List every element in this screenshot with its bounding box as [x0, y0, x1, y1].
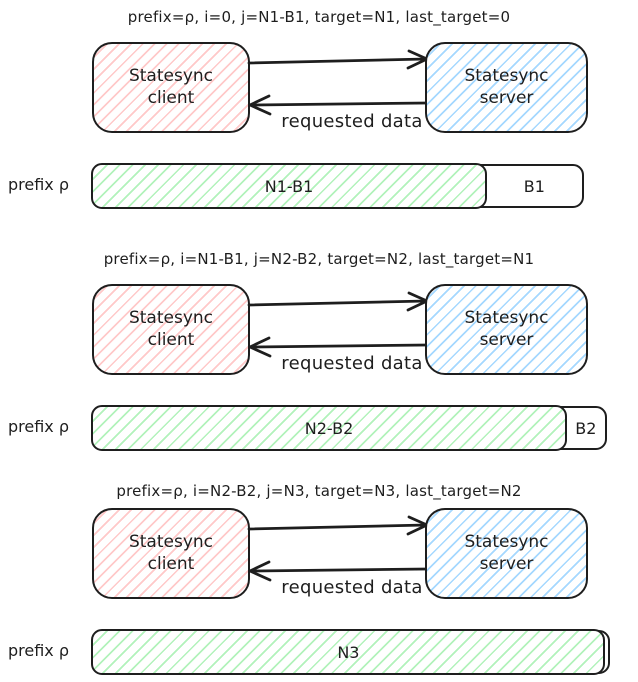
response-arrow-line	[249, 343, 429, 349]
response-arrowhead-icon	[248, 94, 272, 116]
request-response-arrows	[247, 515, 429, 582]
statesync-server-box: Statesync server	[425, 42, 588, 133]
statesync-client-label: Statesync client	[128, 532, 214, 574]
statesync-client-box: Statesync client	[92, 284, 250, 375]
state-bar-row: prefix ρ N2-B2 B2	[0, 405, 638, 451]
response-arrow-line	[249, 101, 429, 107]
statesync-client-label: Statesync client	[128, 308, 214, 350]
synced-range-segment: N1-B1	[91, 163, 487, 209]
response-arrowhead-icon	[248, 560, 272, 582]
requested-data-label: requested data	[281, 353, 423, 374]
prefix-rho-label: prefix ρ	[8, 417, 70, 436]
request-arrow-line	[247, 57, 428, 65]
sync-round-3-panel: prefix=ρ, i=N2-B2, j=N3, target=N3, last…	[0, 466, 638, 682]
remaining-range-segment: B1	[487, 166, 582, 206]
statesync-client-box: Statesync client	[92, 508, 250, 599]
request-arrow-line	[247, 523, 428, 531]
response-arrowhead-icon	[248, 336, 272, 358]
remaining-range-label: B1	[523, 176, 545, 196]
requested-data-label: requested data	[281, 577, 423, 598]
round-3-params-header: prefix=ρ, i=N2-B2, j=N3, target=N3, last…	[116, 482, 522, 500]
statesync-server-label: Statesync server	[464, 532, 549, 574]
synced-range-segment: N3	[91, 629, 606, 675]
state-progress-bar: N1-B1 B1	[91, 163, 584, 209]
requested-data-label: requested data	[281, 111, 423, 132]
statesync-server-box: Statesync server	[425, 508, 588, 599]
state-bar-row: prefix ρ N3	[0, 629, 638, 675]
remaining-range-segment: B2	[567, 408, 605, 448]
remaining-range-label: B2	[575, 418, 597, 438]
synced-range-segment: N2-B2	[91, 405, 567, 451]
round-2-params-header: prefix=ρ, i=N1-B1, j=N2-B2, target=N2, l…	[103, 250, 535, 268]
prefix-rho-label: prefix ρ	[8, 175, 70, 194]
statesync-client-label: Statesync client	[128, 66, 214, 108]
state-progress-bar: N3	[91, 629, 610, 675]
request-arrow-line	[247, 299, 428, 307]
synced-range-label: N2-B2	[304, 418, 354, 438]
statesync-server-label: Statesync server	[464, 308, 549, 350]
round-1-params-header: prefix=ρ, i=0, j=N1-B1, target=N1, last_…	[127, 8, 511, 26]
state-bar-row: prefix ρ N1-B1 B1	[0, 163, 638, 209]
request-response-arrows	[247, 49, 429, 116]
response-arrow-line	[249, 567, 429, 573]
sync-round-1-panel: prefix=ρ, i=0, j=N1-B1, target=N1, last_…	[0, 0, 638, 226]
synced-range-label: N1-B1	[264, 176, 314, 196]
prefix-rho-label: prefix ρ	[8, 641, 70, 660]
state-progress-bar: N2-B2 B2	[91, 405, 607, 451]
sync-round-2-panel: prefix=ρ, i=N1-B1, j=N2-B2, target=N2, l…	[0, 242, 638, 468]
statesync-server-box: Statesync server	[425, 284, 588, 375]
statesync-client-box: Statesync client	[92, 42, 250, 133]
statesync-server-label: Statesync server	[464, 66, 549, 108]
synced-range-label: N3	[337, 642, 360, 662]
